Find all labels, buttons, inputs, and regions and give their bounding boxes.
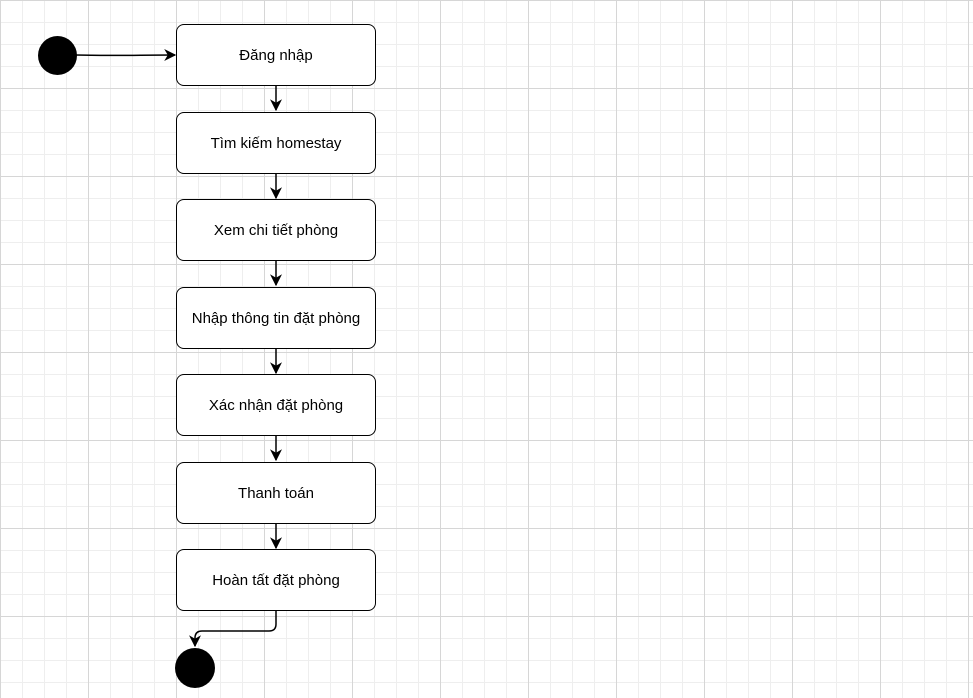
- state-xem-chi-tiet-phong[interactable]: Xem chi tiết phòng: [176, 199, 376, 261]
- transition-end: [189, 611, 277, 648]
- state-thanh-toan[interactable]: Thanh toán: [176, 462, 376, 524]
- final-state[interactable]: [175, 648, 215, 688]
- state-dang-nhap[interactable]: Đăng nhập: [176, 24, 376, 86]
- state-xac-nhan-dat-phong[interactable]: Xác nhận đặt phòng: [176, 374, 376, 436]
- state-nhap-thong-tin-dat-phong[interactable]: Nhập thông tin đặt phòng: [176, 287, 376, 349]
- initial-state[interactable]: [38, 36, 77, 75]
- state-tim-kiem-homestay[interactable]: Tìm kiếm homestay: [176, 112, 376, 174]
- state-hoan-tat-dat-phong[interactable]: Hoàn tất đặt phòng: [176, 549, 376, 611]
